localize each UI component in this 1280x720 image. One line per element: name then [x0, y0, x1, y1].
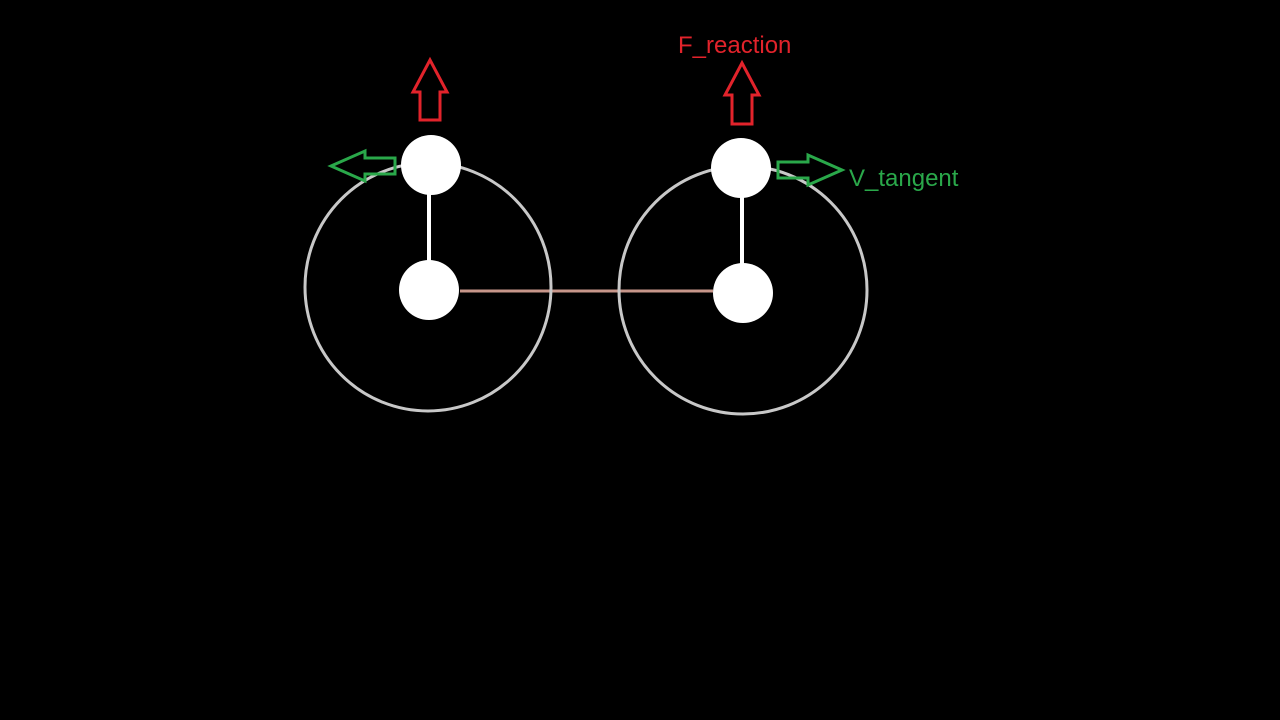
left-reaction-arrow-icon: [410, 56, 450, 122]
right-mass: [711, 138, 771, 198]
right-rotor: [617, 59, 869, 416]
right-hub: [713, 263, 773, 323]
right-reaction-arrow-icon: [722, 59, 762, 126]
right-velocity-arrow-icon: [776, 152, 846, 188]
left-hub: [399, 260, 459, 320]
left-rotor: [303, 56, 553, 413]
tangent-velocity-label: V_tangent: [849, 165, 959, 192]
left-mass: [401, 135, 461, 195]
left-velocity-arrow-icon: [327, 148, 397, 184]
reaction-force-label: F_reaction: [678, 32, 791, 59]
